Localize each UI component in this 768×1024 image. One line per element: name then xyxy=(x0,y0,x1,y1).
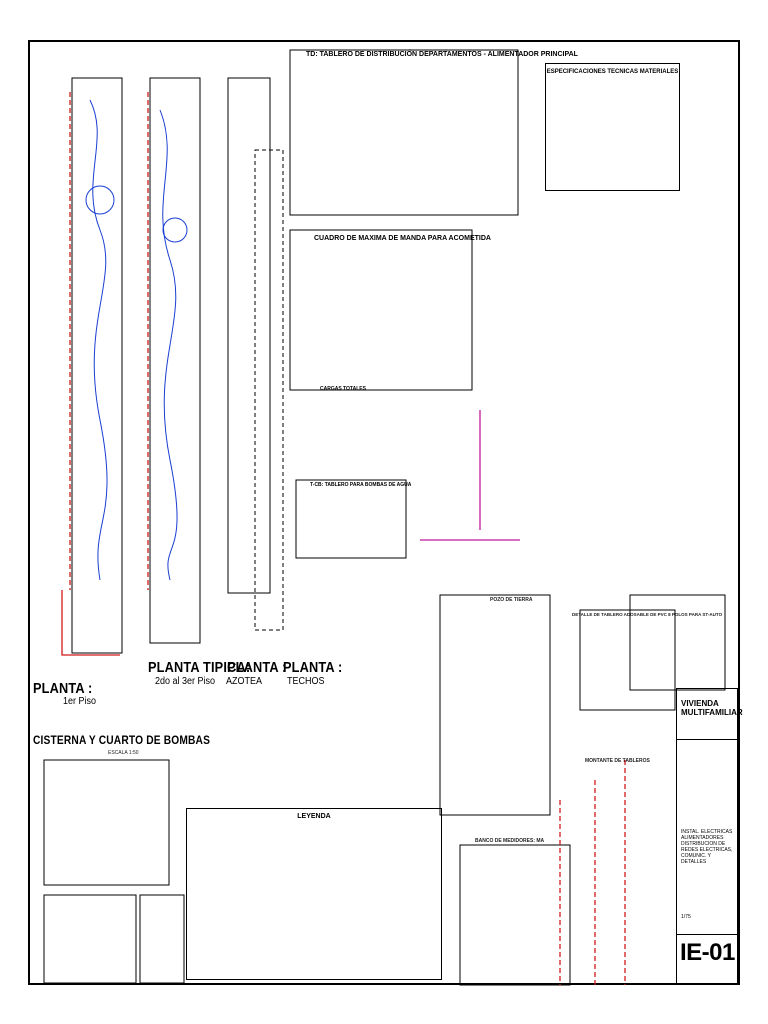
specs-title: ESPECIFICACIONES TECNICAS MATERIALES xyxy=(546,69,679,75)
detail-tablero-distribucion xyxy=(629,594,726,691)
detail-pozo-tierra xyxy=(439,594,551,816)
cisterna-title: CISTERNA Y CUARTO DE BOMBAS xyxy=(33,733,211,747)
plan4-subtitle: TECHOS xyxy=(287,676,325,687)
plan-techos xyxy=(254,149,284,631)
plan2-subtitle: 2do al 3er Piso xyxy=(155,676,216,687)
legend-title: LEYENDA xyxy=(297,813,331,820)
plan-1er-piso xyxy=(71,77,123,654)
detail-tablero-adosable xyxy=(579,609,676,711)
tb-sheet-desc: INSTAL. ELECTRICAS ALIMENTADORES DISTRIB… xyxy=(681,829,733,865)
plan3-subtitle: AZOTEA xyxy=(226,676,263,687)
plan2-title: PLANTA TIPICA: xyxy=(148,659,251,676)
table-tcb-title: T-CB: TABLERO PARA BOMBAS DE AGUA xyxy=(310,482,412,488)
title-block: VIVIENDA MULTIFAMILIAR INSTAL. ELECTRICA… xyxy=(676,688,743,984)
plan1-subtitle: 1er Piso xyxy=(63,696,97,707)
tablero-label: DETALLE DE TABLERO ADOSABLE DE PVC 8 POL… xyxy=(572,612,723,617)
table-td xyxy=(289,49,519,216)
table-bombas xyxy=(295,479,407,559)
montante-label: MONTANTE DE TABLEROS xyxy=(585,758,650,764)
table-td-title: TD: TABLERO DE DISTRIBUCIÓN DEPARTAMENTO… xyxy=(306,51,578,58)
detail-banco-medidores xyxy=(459,844,571,986)
plan3-title: PLANTA : xyxy=(227,659,287,676)
pozo-label: POZO DE TIERRA xyxy=(490,597,533,603)
plan1-title: PLANTA : xyxy=(33,680,93,697)
table-cable-key xyxy=(43,894,137,984)
tb-sheet-code: IE-01 xyxy=(680,939,735,966)
plan-tipica xyxy=(149,77,201,644)
cisterna-scale: ESCALA 1:50 xyxy=(108,750,139,756)
table-wire-colors xyxy=(139,894,185,984)
plan-azotea xyxy=(227,77,271,594)
tb-scale: 1/75 xyxy=(681,914,691,920)
table-maxima-title: CUADRO DE MAXIMA DE MANDA PARA ACOMETIDA xyxy=(314,235,491,242)
specs-panel: ESPECIFICACIONES TECNICAS MATERIALES xyxy=(545,63,680,191)
tb-project: VIVIENDA MULTIFAMILIAR xyxy=(681,699,743,717)
drawing-sheet xyxy=(28,40,740,985)
detail-cisterna xyxy=(43,759,170,886)
banco-label: BANCO DE MEDIDORES: MA xyxy=(475,838,545,844)
legend-panel: LEYENDA xyxy=(186,808,442,980)
table-cargas-title: CARGAS TOTALES xyxy=(320,386,366,392)
plan4-title: PLANTA : xyxy=(283,659,343,676)
table-maxima xyxy=(289,229,473,391)
